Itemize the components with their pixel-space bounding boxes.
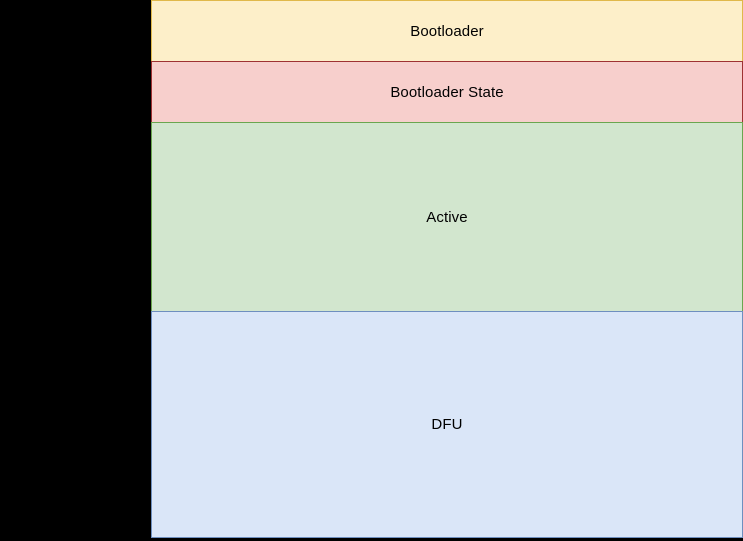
memory-region-bootloader-state[interactable]: Bootloader State	[151, 61, 743, 123]
memory-region-stack: Bootloader Bootloader State Active DFU	[151, 0, 743, 541]
empty-left-gutter	[0, 0, 151, 541]
memory-region-active[interactable]: Active	[151, 122, 743, 312]
memory-region-bootloader[interactable]: Bootloader	[151, 0, 743, 62]
memory-region-active-label: Active	[426, 208, 468, 226]
memory-region-bootloader-state-label: Bootloader State	[390, 83, 504, 101]
memory-region-bootloader-label: Bootloader	[410, 22, 484, 40]
memory-region-dfu[interactable]: DFU	[151, 311, 743, 538]
memory-region-dfu-label: DFU	[431, 416, 463, 433]
